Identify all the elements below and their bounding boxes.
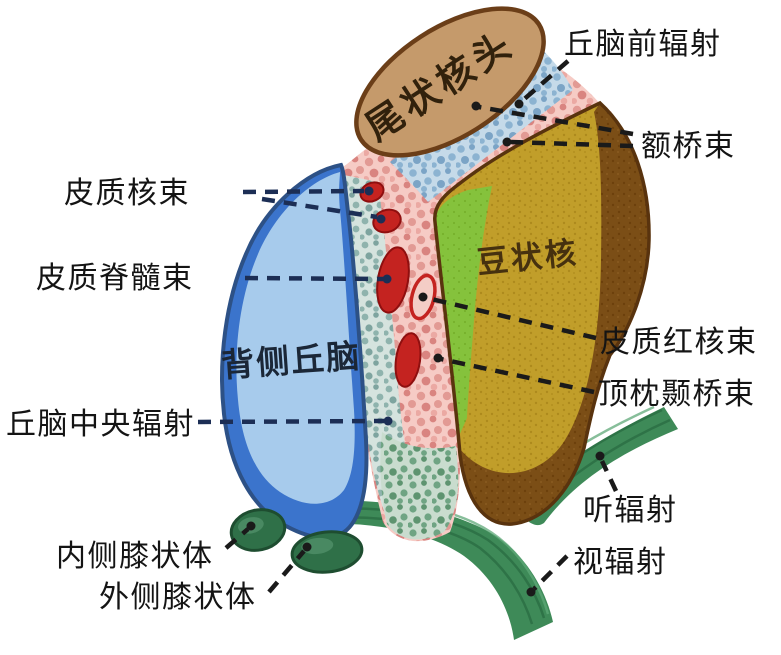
label-optic-radiation: 视辐射 bbox=[573, 546, 668, 579]
caudate-head: 尾状核头 bbox=[354, 6, 546, 158]
leader-optic-radiation bbox=[526, 554, 569, 597]
leader-corticonuclear-2 bbox=[261, 196, 386, 224]
label-parieto-occipito-temporal-pontine-tract: 顶枕颞桥束 bbox=[598, 378, 756, 411]
sublentiform-green-dots bbox=[380, 432, 459, 540]
leader-dot bbox=[471, 101, 481, 111]
lentiform-gold-body bbox=[434, 103, 650, 525]
label-lateral-geniculate-body: 外侧膝状体 bbox=[99, 581, 257, 614]
leader-corticospinal bbox=[244, 274, 392, 284]
leader-line bbox=[242, 188, 365, 195]
leader-line bbox=[267, 549, 306, 594]
leader-line bbox=[244, 275, 384, 282]
label-acoustic-radiation: 听辐射 bbox=[583, 494, 678, 527]
leader-frontopontine-1 bbox=[471, 101, 634, 137]
lentiform-nucleus: 豆状核 bbox=[433, 100, 651, 526]
leader-central-thalamic-radiation bbox=[197, 416, 393, 426]
leader-dot bbox=[364, 186, 374, 196]
lentiform-brown-crescent bbox=[459, 103, 650, 525]
leader-anterior-thalamic-radiation bbox=[514, 59, 570, 109]
label-corticorubral-tract: 皮质红核束 bbox=[600, 326, 758, 359]
leader-dot bbox=[246, 521, 256, 531]
label-central-thalamic-radiation: 丘脑中央辐射 bbox=[6, 408, 195, 441]
label-corticospinal-tract: 皮质脊髓束 bbox=[36, 262, 194, 295]
leader-acoustic-radiation bbox=[595, 451, 619, 492]
leader-dot bbox=[302, 542, 312, 552]
leader-parieto-occipito-temporal-pontine bbox=[433, 353, 595, 395]
leader-corticonuclear-1 bbox=[242, 186, 374, 196]
lentiform-outline bbox=[433, 100, 651, 526]
leader-lateral-geniculate bbox=[267, 542, 312, 594]
leader-dot bbox=[595, 451, 605, 461]
leader-dot bbox=[376, 214, 386, 224]
leader-line bbox=[520, 59, 570, 103]
leader-line bbox=[478, 104, 634, 137]
leader-dot bbox=[526, 587, 536, 597]
leader-line bbox=[532, 554, 569, 591]
leader-dot bbox=[502, 137, 512, 147]
optic-radiation-shape bbox=[294, 500, 553, 640]
leader-corticorubral bbox=[418, 292, 597, 341]
leader-dot bbox=[514, 99, 524, 109]
leader-dot bbox=[383, 416, 393, 426]
leader-dot bbox=[382, 274, 392, 284]
leader-dot bbox=[418, 292, 428, 302]
leader-frontopontine-2 bbox=[502, 137, 634, 149]
leader-medial-geniculate bbox=[224, 521, 256, 550]
pontine-fiber-blob bbox=[394, 332, 422, 388]
label-medial-geniculate-body: 内侧膝状体 bbox=[56, 540, 214, 573]
lentiform-green-wedge bbox=[434, 186, 492, 436]
leader-line bbox=[224, 527, 250, 550]
leader-dot bbox=[433, 353, 443, 363]
leader-line bbox=[426, 295, 597, 341]
leader-line bbox=[440, 356, 595, 395]
leader-line bbox=[599, 460, 619, 492]
caudate-head-shape bbox=[354, 6, 546, 158]
label-corticonuclear-tract: 皮质核束 bbox=[64, 177, 190, 210]
leader-line bbox=[197, 418, 385, 425]
label-anterior-thalamic-radiation: 丘脑前辐射 bbox=[564, 28, 722, 61]
label-frontopontine-tract: 额桥束 bbox=[641, 130, 736, 163]
fiber-cross-sections bbox=[359, 181, 437, 388]
leader-line bbox=[261, 196, 378, 220]
